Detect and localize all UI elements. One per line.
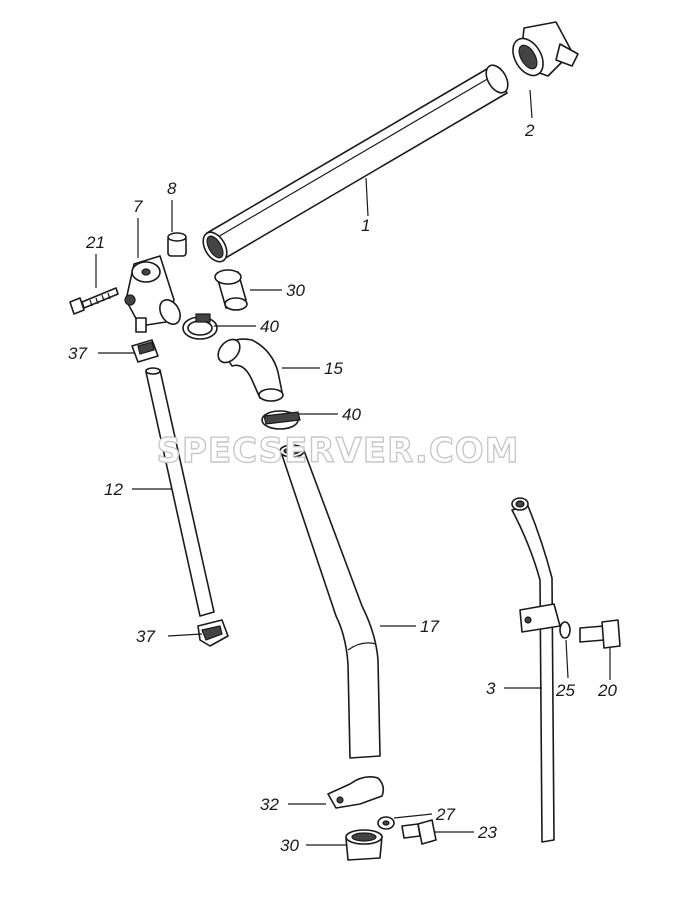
part-27-washer bbox=[377, 816, 395, 830]
label-part-8: 8 bbox=[167, 179, 177, 198]
label-part-1: 1 bbox=[361, 216, 370, 235]
part-30-sleeve-lower bbox=[345, 829, 383, 861]
part-2-connector bbox=[512, 21, 579, 77]
part-40-clamp-lower bbox=[261, 410, 301, 430]
part-37-clip-lower bbox=[197, 619, 229, 647]
part-30-sleeve-upper bbox=[214, 269, 248, 311]
label-part-30-upper: 30 bbox=[286, 281, 305, 300]
part-3-vertical-pipe bbox=[511, 497, 561, 843]
label-part-32: 32 bbox=[260, 795, 279, 814]
label-part-15: 15 bbox=[324, 359, 343, 378]
part-32-bracket-clamp bbox=[327, 776, 385, 809]
watermark-text: SPECSERVER.COM bbox=[156, 431, 519, 471]
part-21-bolt bbox=[69, 287, 119, 315]
part-23-bolt bbox=[401, 819, 437, 845]
label-part-37-lower: 37 bbox=[136, 627, 155, 646]
label-part-23: 23 bbox=[477, 823, 497, 842]
part-20-bolt bbox=[579, 619, 621, 649]
label-part-30-lower: 30 bbox=[280, 836, 299, 855]
part-1-long-pipe bbox=[202, 64, 509, 263]
part-8-sleeve bbox=[167, 232, 187, 257]
leader-lines bbox=[95, 89, 611, 846]
part-40-clamp-upper bbox=[182, 313, 218, 340]
part-25-washer bbox=[559, 621, 571, 639]
part-15-elbow bbox=[217, 338, 284, 402]
label-part-2: 2 bbox=[524, 121, 535, 140]
label-part-40-upper: 40 bbox=[260, 317, 279, 336]
label-part-21: 21 bbox=[85, 233, 105, 252]
label-part-25: 25 bbox=[555, 681, 575, 700]
label-part-37-upper: 37 bbox=[68, 344, 87, 363]
label-part-27: 27 bbox=[435, 805, 455, 824]
label-part-7: 7 bbox=[133, 197, 143, 216]
part-12-straight-tube bbox=[145, 367, 215, 617]
part-37-clip-upper bbox=[131, 339, 159, 363]
label-part-12: 12 bbox=[104, 480, 123, 499]
part-17-bent-hose bbox=[279, 444, 381, 759]
label-part-20: 20 bbox=[597, 681, 617, 700]
label-part-17: 17 bbox=[420, 617, 439, 636]
label-part-3: 3 bbox=[486, 679, 496, 698]
label-part-40-lower: 40 bbox=[342, 405, 361, 424]
part-7-tee-fitting bbox=[124, 255, 181, 333]
